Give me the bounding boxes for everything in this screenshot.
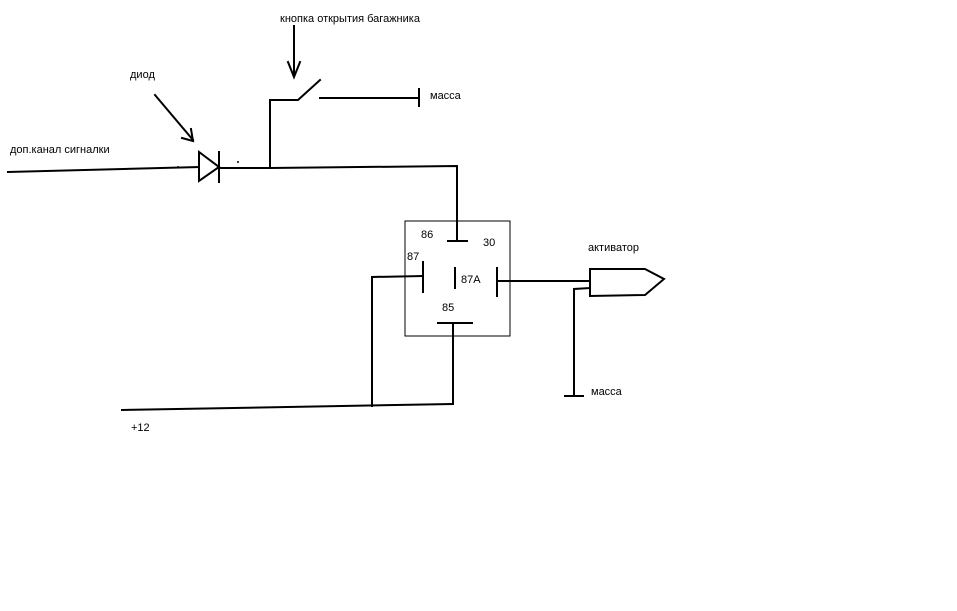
pin-30-label: 30 <box>483 237 495 249</box>
alarm-channel-wire <box>6 165 201 174</box>
relay-box <box>404 220 511 337</box>
actuator-label: активатор <box>588 242 639 254</box>
plus12-label: +12 <box>131 422 150 434</box>
pin-85-label: 85 <box>442 302 454 314</box>
actuator-ground-wire <box>573 286 592 397</box>
diode-arrow <box>153 93 195 143</box>
diode-symbol <box>198 150 221 183</box>
diode-label: диод <box>130 69 155 81</box>
trunk-button-switch <box>269 78 420 169</box>
ground-top-label: масса <box>430 90 462 102</box>
actuator-symbol <box>589 268 666 298</box>
dot-mark <box>237 161 239 163</box>
plus12-wire <box>120 402 454 412</box>
pin-86-label: 86 <box>421 229 433 241</box>
button-label: кнопка открытия багажника <box>280 13 421 25</box>
pin-87a-label: 87A <box>461 274 481 286</box>
button-arrow <box>286 25 302 80</box>
pin-87-wire <box>371 274 425 407</box>
ground-bottom-label: масса <box>591 386 623 398</box>
main-signal-wire <box>218 164 458 241</box>
pin-87-label: 87 <box>407 251 419 263</box>
alarm-channel-label: доп.канал сигналки <box>10 144 110 156</box>
dot-mark <box>177 166 179 168</box>
